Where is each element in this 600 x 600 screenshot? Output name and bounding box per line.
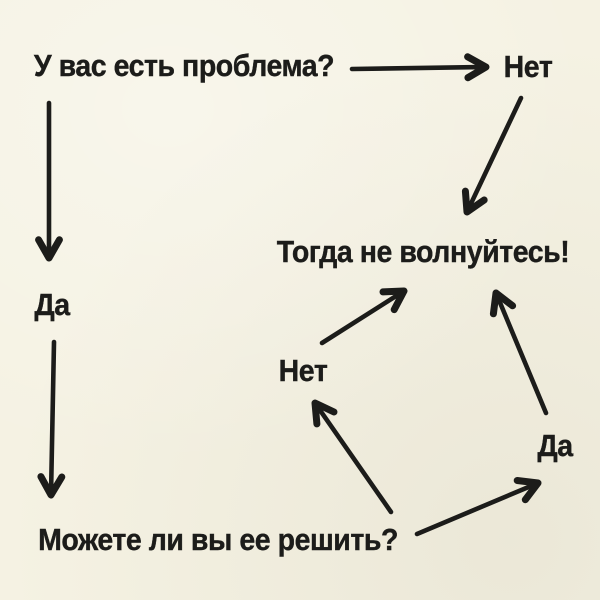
arrow-yes-right-to-dont-worry xyxy=(489,289,549,416)
arrow-q-problem-to-yes-left xyxy=(35,100,63,262)
arrow-no-center-to-dont-worry xyxy=(319,287,408,346)
arrow-shaft xyxy=(496,296,549,416)
node-label-no-center: Нет xyxy=(278,353,328,388)
arrow-q-solve-to-yes-right xyxy=(414,477,542,537)
arrowhead-icon xyxy=(311,399,338,428)
arrowhead-icon xyxy=(464,53,490,82)
arrowhead-icon xyxy=(489,289,517,318)
arrow-no-top-to-dont-worry xyxy=(461,95,524,216)
arrow-shaft xyxy=(48,339,57,492)
arrow-q-solve-to-no-center xyxy=(311,399,394,515)
node-label-yes-left: Да xyxy=(34,287,70,322)
arrow-shaft xyxy=(349,64,483,72)
arrowhead-icon xyxy=(35,236,63,262)
arrowhead-icon xyxy=(461,187,488,216)
node-label-yes-right: Да xyxy=(537,428,573,463)
arrow-shaft xyxy=(467,95,524,209)
arrowhead-icon xyxy=(513,477,542,504)
arrow-shaft xyxy=(316,405,394,515)
node-label-no-top: Нет xyxy=(503,49,553,84)
arrow-shaft xyxy=(414,483,535,537)
node-label-q-problem: У вас есть проблема? xyxy=(33,48,335,83)
arrow-shaft xyxy=(319,291,402,346)
arrow-q-problem-to-no-top xyxy=(349,53,490,82)
arrow-yes-left-to-q-solve xyxy=(37,339,66,499)
node-label-q-solve: Можете ли вы ее решить? xyxy=(38,522,399,557)
node-label-dont-worry: Тогда не волнуйтесь! xyxy=(276,234,570,269)
arrowhead-icon xyxy=(379,287,408,314)
arrowhead-icon xyxy=(37,473,66,499)
